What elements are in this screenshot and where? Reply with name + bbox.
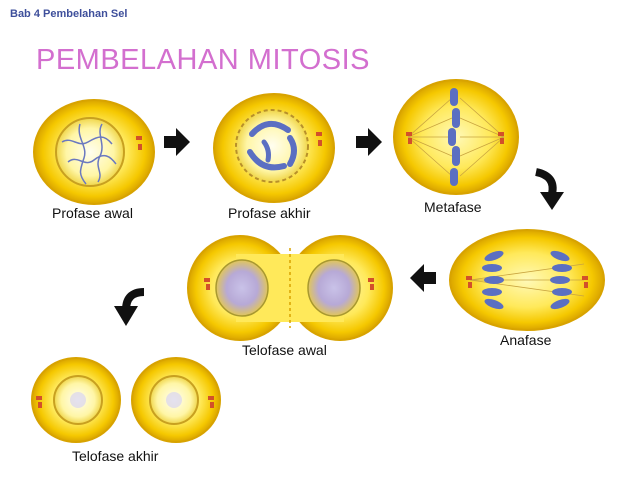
stage-label-metafase: Metafase	[424, 199, 482, 215]
cell-telofase-akhir-left	[31, 357, 121, 443]
arrow-right-icon	[356, 128, 382, 156]
curved-arrow-down-left-icon	[114, 288, 145, 326]
cell-telofase-awal	[187, 235, 393, 341]
curved-arrow-down-icon	[535, 168, 564, 210]
arrow-left-icon	[410, 264, 436, 292]
cell-telofase-akhir-right	[131, 357, 221, 443]
stage-label-profase-awal: Profase awal	[52, 205, 133, 221]
cell-anafase	[449, 229, 605, 331]
arrow-right-icon	[164, 128, 190, 156]
stage-label-telofase-akhir: Telofase akhir	[72, 448, 159, 464]
stage-label-profase-akhir: Profase akhir	[228, 205, 311, 221]
cell-profase-akhir	[213, 93, 335, 203]
slide-header: Bab 4 Pembelahan Sel	[10, 8, 128, 20]
cell-metafase	[393, 79, 519, 195]
slide-title: PEMBELAHAN MITOSIS	[36, 44, 370, 76]
cell-profase-awal	[33, 99, 155, 205]
stage-label-telofase-awal: Telofase awal	[242, 342, 327, 358]
stage-label-anafase: Anafase	[500, 332, 552, 348]
